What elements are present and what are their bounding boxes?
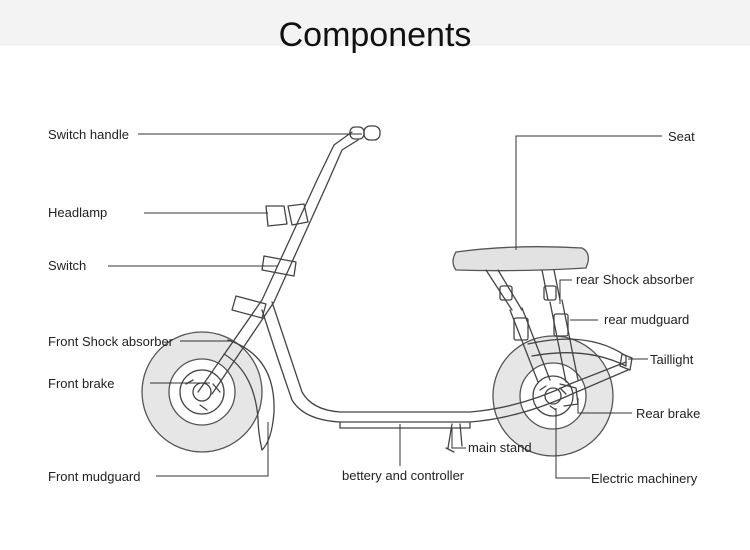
label-electric-machinery: Electric machinery	[591, 471, 698, 486]
page-title: Components	[278, 16, 472, 54]
leader-rear-brake	[577, 398, 632, 414]
callout-lines	[108, 133, 662, 479]
leader-seat	[515, 135, 662, 250]
label-seat: Seat	[668, 129, 695, 144]
header-band	[0, 0, 750, 46]
label-rear-shock-absorber: rear Shock absorber	[576, 272, 694, 287]
front-mudguard-shape	[223, 339, 275, 451]
seat-shape	[452, 246, 590, 272]
front-wheel	[141, 331, 263, 453]
rear-shock-shape	[509, 299, 579, 383]
label-front-mudguard: Front mudguard	[48, 469, 141, 484]
leader-front-mudguard	[156, 422, 269, 477]
label-taillight: Taillight	[650, 352, 694, 367]
label-rear-mudguard: rear mudguard	[604, 312, 689, 327]
headlamp-shape	[265, 205, 288, 227]
leader-rear-shock	[559, 279, 572, 304]
label-battery-and-controller: bettery and controller	[342, 468, 465, 483]
scooter-illustration	[141, 125, 633, 457]
label-headlamp: Headlamp	[48, 205, 107, 220]
leader-electric-machinery	[555, 408, 590, 479]
label-front-shock-absorber: Front Shock absorber	[48, 334, 174, 349]
rear-wheel	[492, 335, 614, 457]
label-front-brake: Front brake	[48, 376, 114, 391]
label-switch-handle: Switch handle	[48, 127, 129, 142]
label-main-stand: main stand	[468, 440, 532, 455]
main-stand-shape	[445, 423, 463, 453]
taillight-shape	[619, 353, 633, 371]
callout-labels: Switch handle Headlamp Switch Front Shoc…	[48, 127, 700, 486]
frame	[261, 301, 629, 423]
steering-column	[197, 177, 329, 395]
label-rear-brake: Rear brake	[636, 406, 700, 421]
label-switch: Switch	[48, 258, 86, 273]
leader-main-stand	[451, 428, 466, 449]
handlebar	[317, 131, 359, 183]
